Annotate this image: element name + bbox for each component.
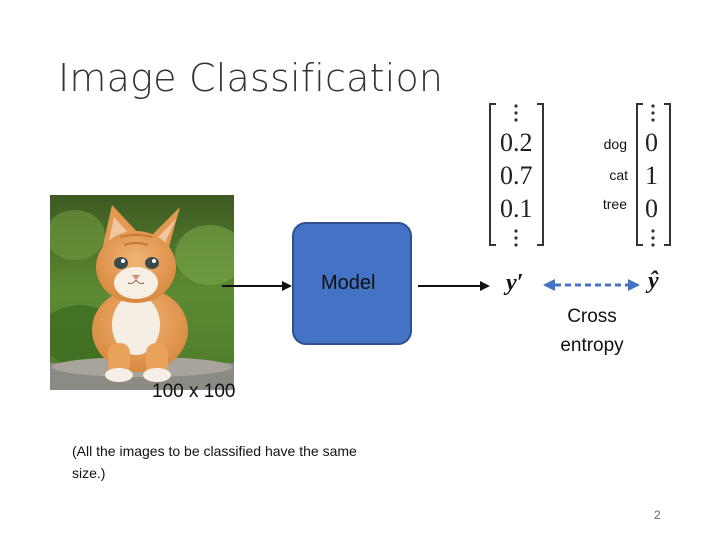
page-number: 2 bbox=[654, 508, 661, 522]
loss-label: Cross entropy bbox=[548, 302, 636, 360]
input-size-label: 100 x 100 bbox=[152, 381, 235, 403]
vdots-top-prediction bbox=[514, 104, 517, 121]
target-value-cat: 1 bbox=[645, 161, 658, 191]
target-bracket-left bbox=[637, 104, 643, 245]
vdots-bottom-prediction bbox=[514, 229, 517, 246]
class-label-tree: tree bbox=[567, 196, 627, 212]
target-bracket-right bbox=[664, 104, 670, 245]
prediction-value-dog: 0.2 bbox=[500, 128, 533, 158]
target-value-tree: 0 bbox=[645, 194, 658, 224]
prediction-bracket-left bbox=[490, 104, 496, 245]
vdots-top-target bbox=[651, 104, 654, 121]
class-label-cat: cat bbox=[568, 167, 628, 183]
vdots-bottom-target bbox=[651, 229, 654, 246]
class-label-dog: dog bbox=[567, 136, 627, 152]
prediction-bracket-right bbox=[537, 104, 543, 245]
target-symbol: ŷ bbox=[648, 268, 659, 295]
model-label: Model bbox=[321, 272, 375, 295]
prediction-value-cat: 0.7 bbox=[500, 161, 533, 191]
footnote: (All the images to be classified have th… bbox=[72, 440, 372, 484]
prediction-symbol: y′ bbox=[506, 270, 523, 297]
prediction-value-tree: 0.1 bbox=[500, 194, 533, 224]
target-value-dog: 0 bbox=[645, 128, 658, 158]
